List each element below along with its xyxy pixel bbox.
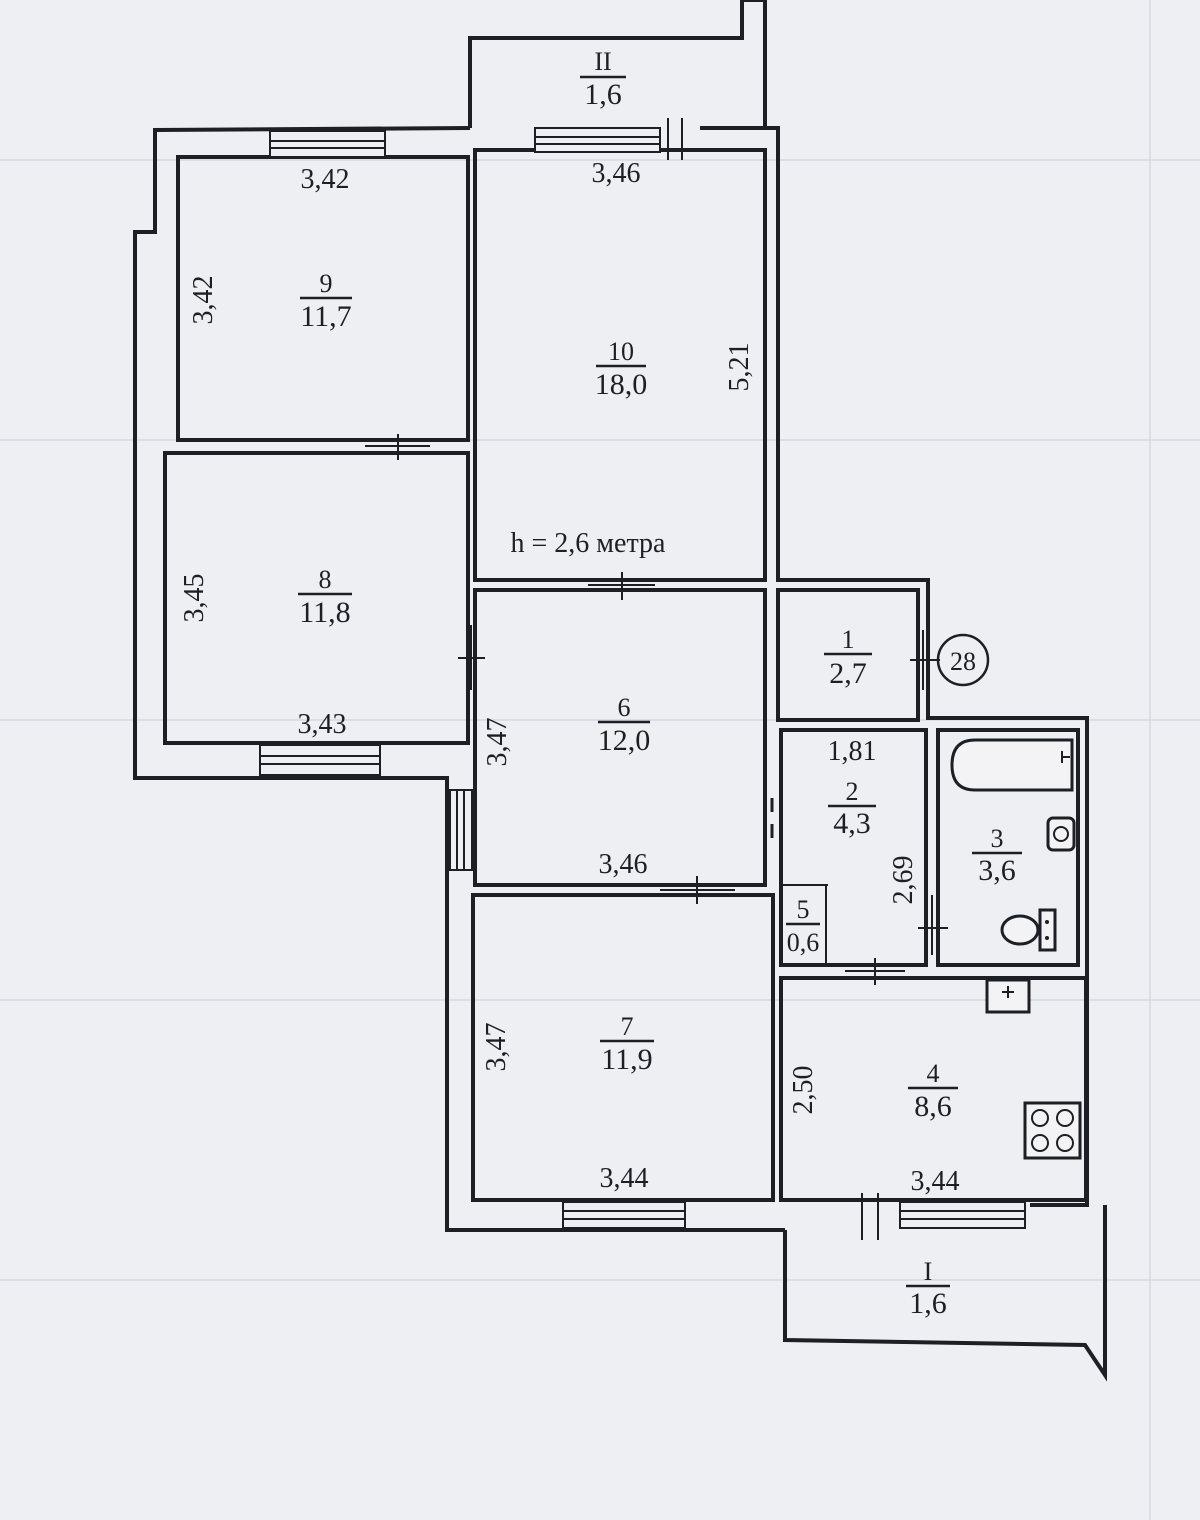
room-5-number: 5 <box>797 895 810 924</box>
door-2-4 <box>845 958 905 985</box>
window-room-4 <box>861 1193 1026 1240</box>
room-9-area: 11,7 <box>300 300 351 333</box>
room-2-number: 2 <box>846 777 859 806</box>
room-5-area: 0,6 <box>787 928 820 957</box>
room-2-area: 4,3 <box>833 807 871 840</box>
room-9-width: 3,42 <box>301 164 350 195</box>
room-4-area: 8,6 <box>914 1090 952 1123</box>
room-10-area: 18,0 <box>595 368 648 401</box>
balcony-II-area: 1,6 <box>584 78 622 111</box>
label-balcony-II: II 1,6 <box>580 47 626 111</box>
room-6-walls <box>473 588 767 887</box>
room-3-walls <box>936 728 1080 967</box>
room-3-number: 3 <box>991 824 1004 853</box>
room-8-walls <box>163 451 470 745</box>
room-2-length: 2,69 <box>888 856 919 905</box>
fixtures <box>950 738 1082 1160</box>
sink-icon <box>1046 816 1076 852</box>
label-room-5: 5 0,6 <box>786 895 820 957</box>
room-8-area: 11,8 <box>299 596 350 629</box>
door-9-8 <box>365 434 430 460</box>
label-room-2: 2 4,3 <box>828 777 876 840</box>
label-room-7: 7 11,9 <box>600 1012 654 1076</box>
window-room-9 <box>269 130 386 158</box>
dimensions: 3,42 3,42 3,46 5,21 3,45 3,43 3,47 3,46 … <box>179 158 960 1197</box>
label-room-1: 1 2,7 <box>824 625 872 690</box>
room-4-length: 2,50 <box>788 1066 819 1115</box>
window-hall <box>449 789 473 871</box>
room-1-area: 2,7 <box>829 657 867 690</box>
apartment-number: 28 <box>950 647 976 676</box>
label-room-8: 8 11,8 <box>298 565 352 629</box>
ceiling-height-note: h = 2,6 метра <box>511 528 667 559</box>
bathtub-icon <box>950 738 1074 792</box>
room-6-width: 3,46 <box>599 849 648 880</box>
room-6-number: 6 <box>618 693 631 722</box>
label-room-3: 3 3,6 <box>972 824 1022 887</box>
room-4-number: 4 <box>927 1059 940 1088</box>
room-7-area: 11,9 <box>601 1043 652 1076</box>
toilet-icon <box>1000 908 1057 952</box>
room-5-closet <box>780 884 827 966</box>
room-labels: II 1,6 9 11,7 10 18,0 8 11,8 6 12,0 7 11… <box>298 47 1022 1320</box>
balcony-I-number: I <box>924 1257 933 1286</box>
doors <box>365 434 948 985</box>
room-1-number: 1 <box>842 625 855 654</box>
label-balcony-I: I 1,6 <box>906 1257 950 1320</box>
room-6-length: 3,47 <box>482 718 513 767</box>
room-8-number: 8 <box>319 565 332 594</box>
door-8-hall <box>458 625 485 690</box>
label-room-4: 4 8,6 <box>908 1059 958 1123</box>
room-2-walls <box>779 728 928 967</box>
entrance-door <box>910 630 940 690</box>
door-2-3 <box>918 895 948 955</box>
room-7-width: 3,44 <box>600 1163 649 1194</box>
window-room-7 <box>562 1201 686 1229</box>
label-room-9: 9 11,7 <box>300 269 352 333</box>
room-3-area: 3,6 <box>978 854 1016 887</box>
room-10-length: 5,21 <box>724 343 755 392</box>
room-10-width: 3,46 <box>592 158 641 189</box>
room-7-number: 7 <box>621 1012 634 1041</box>
room-4-width: 3,44 <box>911 1166 960 1197</box>
room-6-area: 12,0 <box>598 724 651 757</box>
room-7-length: 3,47 <box>481 1023 512 1072</box>
room-4-walls <box>779 976 1088 1202</box>
window-room-8 <box>259 744 381 776</box>
label-room-10: 10 18,0 <box>595 337 648 401</box>
windows <box>259 118 1026 1240</box>
room-2-width: 1,81 <box>828 736 877 767</box>
balcony-II-number: II <box>594 47 611 76</box>
room-9-length: 3,42 <box>188 276 219 325</box>
door-6-7 <box>660 876 735 904</box>
label-room-6: 6 12,0 <box>598 693 651 757</box>
room-8-length: 3,45 <box>179 574 210 623</box>
window-room-10 <box>534 118 683 160</box>
room-7-walls <box>471 893 775 1202</box>
room-8-width: 3,43 <box>298 709 347 740</box>
stove-icon <box>1023 1101 1082 1160</box>
room-10-number: 10 <box>608 337 634 366</box>
door-10-6 <box>588 572 655 600</box>
kitchen-sink-icon <box>985 978 1031 1014</box>
room-9-number: 9 <box>320 269 333 298</box>
apartment-number-marker: 28 <box>936 633 990 687</box>
balcony-I-area: 1,6 <box>909 1287 947 1320</box>
